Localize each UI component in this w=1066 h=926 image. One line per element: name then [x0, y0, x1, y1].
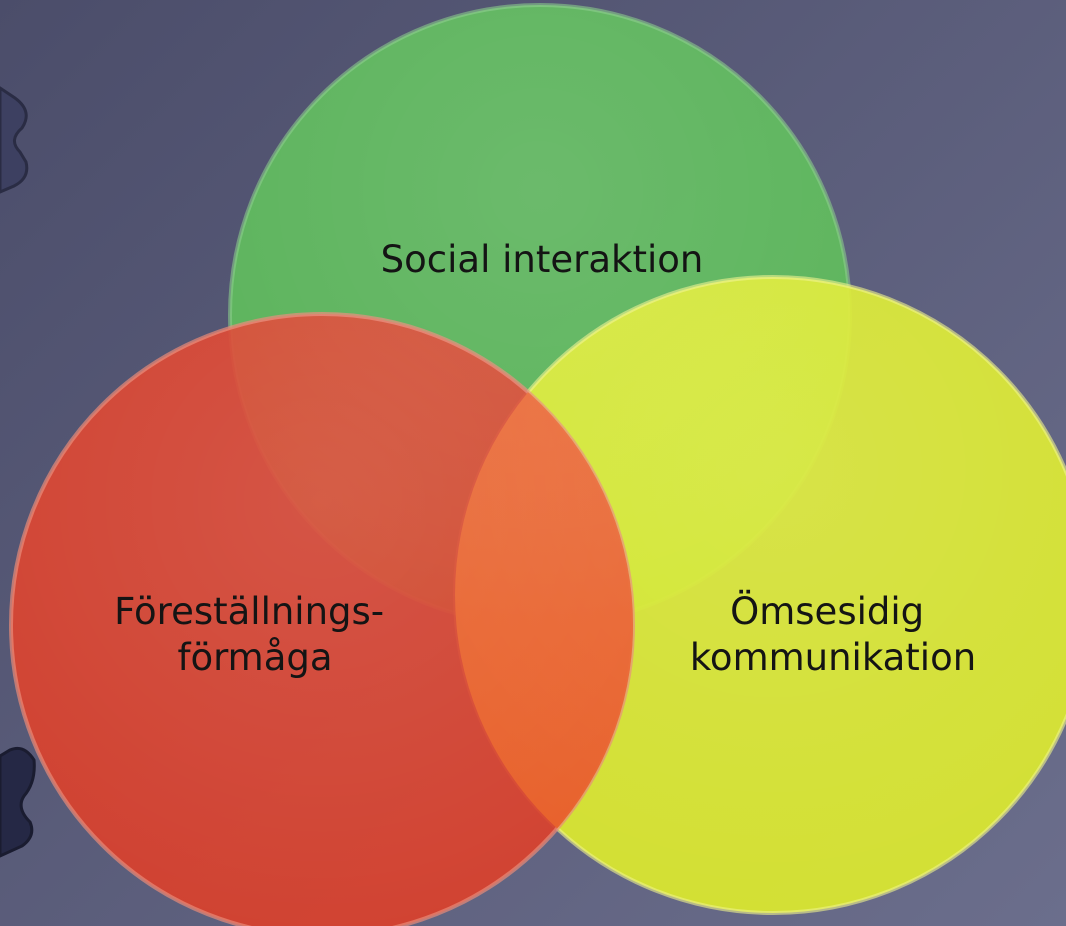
label-forestallningsformaga: Föreställnings- förmåga [114, 590, 396, 679]
label-omsesidig-kommunikation: Ömsesidig kommunikation [690, 590, 976, 679]
gloss-omsesidig [455, 277, 1066, 913]
gloss-forestallning [11, 314, 633, 926]
label-social-interaktion: Social interaktion [381, 238, 704, 281]
puzzle-piece-top-decoration [0, 86, 29, 194]
puzzle-piece-bottom-decoration [0, 746, 36, 858]
